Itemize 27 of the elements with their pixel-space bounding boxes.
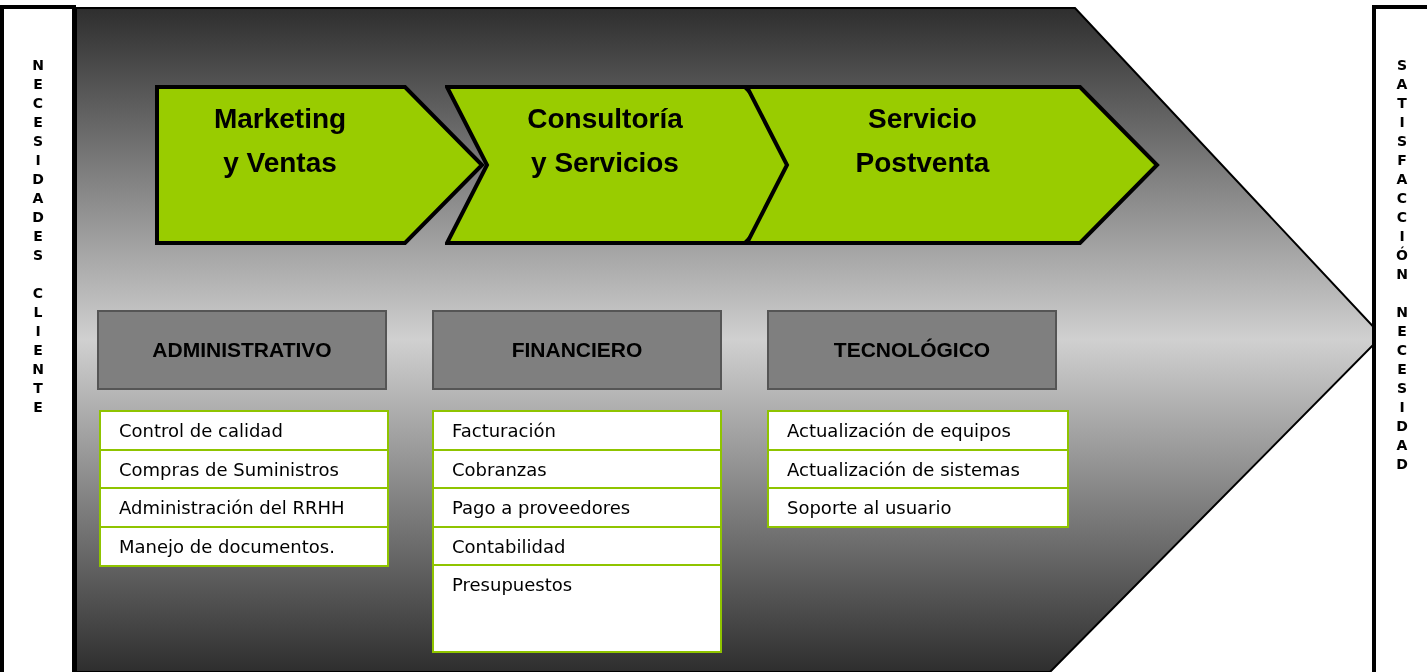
- category-header: [97, 310, 387, 390]
- list-item: Manejo de documentos.: [118, 534, 336, 559]
- list-item: Administración del RRHH: [101, 489, 387, 528]
- stage-label: Consultoría y Servicios: [527, 102, 683, 180]
- category-header: [767, 310, 1057, 390]
- side-bar: [0, 5, 76, 672]
- list-item: Contabilidad: [434, 527, 720, 566]
- header-label: TECNOLÓGICO: [833, 338, 991, 362]
- vertical-label: NECESIDADES CLIENTE: [30, 57, 46, 420]
- stage-label: Servicio Postventa: [855, 102, 990, 180]
- side-bar: [1372, 5, 1427, 672]
- list-item: Cobranzas: [434, 450, 720, 489]
- list-item: Presupuestos: [451, 573, 574, 597]
- vertical-label: SATISFACCIÓN NECESIDAD: [1394, 57, 1410, 477]
- list-item: Compras de Suministros: [101, 450, 387, 489]
- category-header: [432, 310, 722, 390]
- list-item: Facturación: [434, 412, 720, 451]
- list-panel: [99, 410, 389, 567]
- header-label: FINANCIERO: [511, 338, 643, 362]
- header-label: ADMINISTRATIVO: [152, 338, 332, 362]
- list-item: Pago a proveedores: [434, 489, 720, 528]
- list-panel: [767, 410, 1069, 528]
- list-item: Actualización de equipos: [769, 412, 1067, 451]
- list-panel: [432, 410, 722, 653]
- list-item: Control de calidad: [101, 412, 387, 451]
- list-item: Actualización de sistemas: [769, 450, 1067, 489]
- list-item: Soporte al usuario: [786, 496, 953, 520]
